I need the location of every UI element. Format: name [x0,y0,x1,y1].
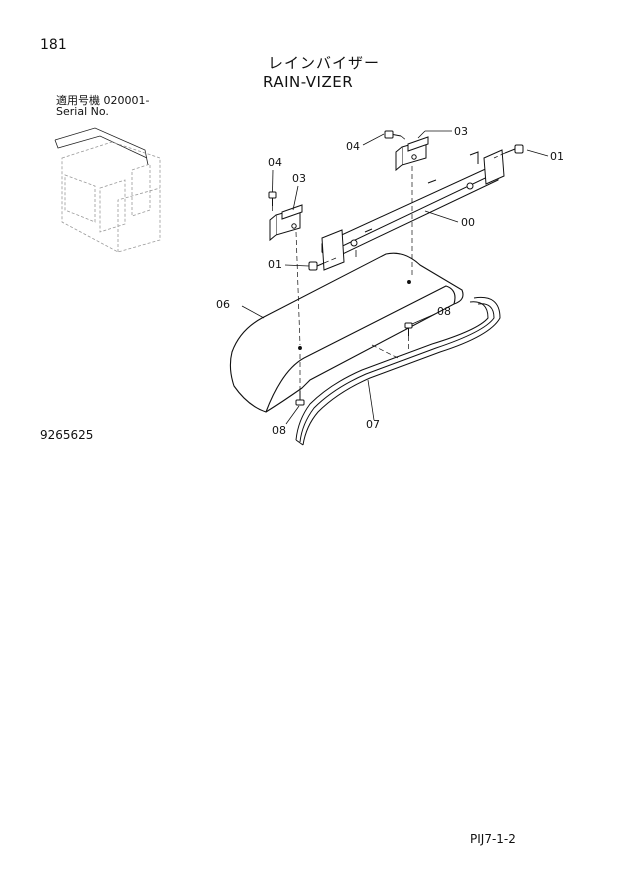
part-01-bolt-left [308,261,325,271]
part-07-rubber-seal [295,296,501,446]
sheet-code: PIJ7-1-2 [470,832,516,846]
assembly-centerlines [272,135,506,391]
part-06-visor-panel [229,252,464,413]
part-04-bolt-left [268,191,277,206]
page-number: 181 [40,37,67,53]
cab-locator-thumbnail [54,127,161,253]
callout-04-top: 04 [346,140,360,153]
callout-03-top: 03 [454,125,468,138]
callout-08-lower: 08 [272,424,286,437]
part-04-bolt-right [384,130,402,139]
callout-08-upper: 08 [437,305,451,318]
part-03-mounting-bracket-right [395,136,429,172]
part-08-screw-lower [295,391,305,406]
callout-01-left: 01 [268,258,282,271]
part-08-screw-upper [404,322,413,336]
callout-03-left: 03 [292,172,306,185]
callout-01-right: 01 [550,150,564,163]
serial-applicability-label: 適用号機 020001- [56,94,150,107]
part-00-support-rail [321,149,505,271]
callout-07: 07 [366,418,380,431]
callout-leader-lines [241,130,549,425]
title-english: RAIN-VIZER [263,73,354,91]
part-03-mounting-bracket-left [269,204,303,242]
serial-number-label: Serial No. [56,105,109,118]
drawing-number: 9265625 [40,428,94,442]
callout-00: 00 [461,216,475,229]
callout-06: 06 [216,298,230,311]
callout-04-left: 04 [268,156,282,169]
part-01-bolt-right [504,144,524,154]
title-japanese: レインバイザー [268,54,381,72]
